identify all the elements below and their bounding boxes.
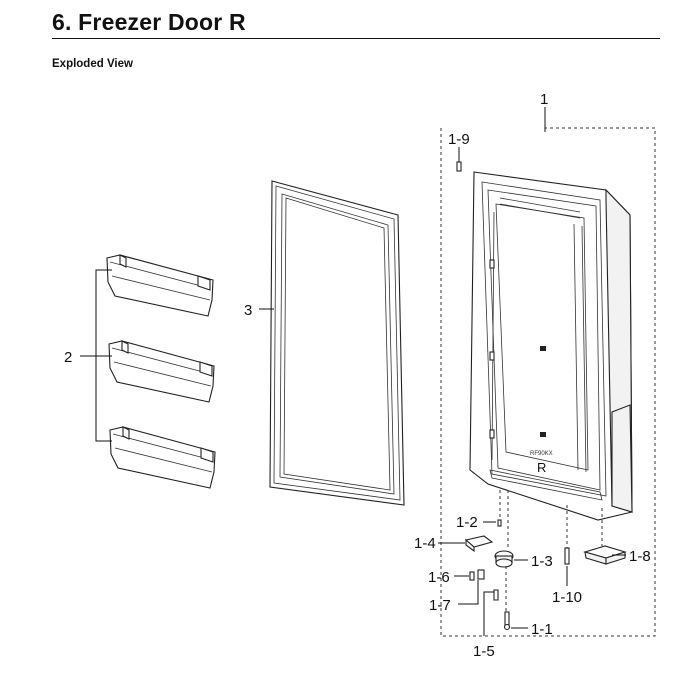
callout-1-7: 1-7 <box>429 597 451 614</box>
page-title: 6. Freezer Door R <box>52 9 246 35</box>
door-bin-top <box>106 254 214 317</box>
part-1-7 <box>477 569 485 580</box>
callout-1-4: 1-4 <box>414 535 436 552</box>
leader-lines <box>259 308 626 636</box>
block-1-6-part <box>469 571 475 581</box>
door-bins-part <box>80 254 216 489</box>
pin-1-10-part <box>564 547 570 565</box>
screw-1-5-part <box>493 589 499 601</box>
title-rule <box>52 38 660 39</box>
gasket-part <box>269 180 405 506</box>
callout-2: 2 <box>64 349 72 366</box>
section-subtitle: Exploded View <box>52 58 133 70</box>
door-bin-middle <box>108 340 215 403</box>
callout-1-2: 1-2 <box>456 514 478 531</box>
liner-side-letter: R <box>537 460 546 475</box>
callout-1-8: 1-8 <box>629 548 651 565</box>
door-bin-bottom <box>109 426 216 489</box>
pin-1-2-part <box>497 519 502 527</box>
callout-labels: 1 1-9 2 3 1-2 1-4 1-3 1-8 1-6 1-7 1-10 1… <box>64 91 651 660</box>
hinge-cap-1-3-part <box>494 550 514 568</box>
callout-3: 3 <box>244 302 252 319</box>
assembly-1-boundary <box>440 107 656 637</box>
callout-1-10: 1-10 <box>552 589 582 606</box>
callout-1-1: 1-1 <box>531 621 553 638</box>
callout-1-6: 1-6 <box>428 569 450 586</box>
callout-1-3: 1-3 <box>531 553 553 570</box>
screw-1-1-part <box>504 611 510 627</box>
door-liner-part: RF90KX R <box>469 171 633 521</box>
callout-1: 1 <box>540 91 548 108</box>
liner-model-text: RF90KX <box>530 451 553 457</box>
callout-1-5: 1-5 <box>473 643 495 660</box>
callout-1-9: 1-9 <box>448 131 470 148</box>
screw-1-9-part <box>456 147 462 172</box>
